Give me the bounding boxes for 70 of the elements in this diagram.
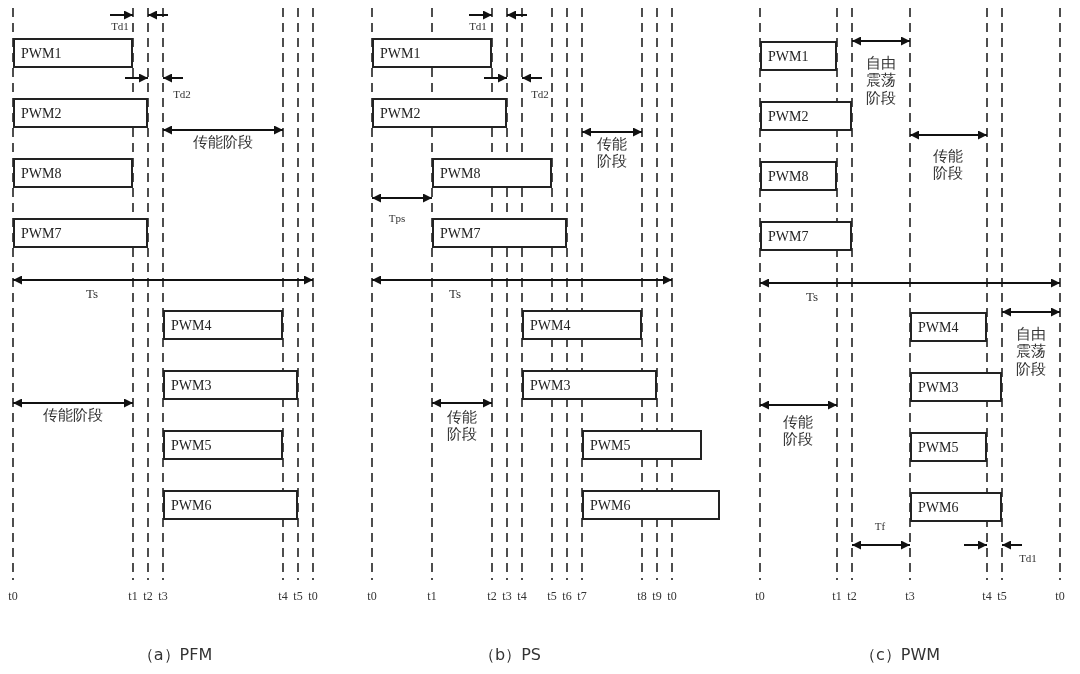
dimension-label: Ts <box>805 290 819 305</box>
time-label: t2 <box>487 590 497 604</box>
time-label: t0 <box>308 590 318 604</box>
time-label: t3 <box>502 590 512 604</box>
time-label: t0 <box>667 590 677 604</box>
phase-label: 传能阶段 <box>932 148 964 183</box>
dimension-label: Tf <box>874 520 886 533</box>
pwm-pulse-bar: PWM1 <box>760 41 837 71</box>
pwm-pulse-bar: PWM5 <box>163 430 283 460</box>
pwm-pulse-bar: PWM8 <box>432 158 552 188</box>
pwm-pulse-bar: PWM2 <box>372 98 507 128</box>
figure-caption: （b）PS <box>479 646 541 665</box>
pwm-pulse-bar: PWM4 <box>910 312 987 342</box>
pwm-pulse-bar: PWM7 <box>13 218 148 248</box>
time-label: t4 <box>517 590 527 604</box>
time-label: t7 <box>577 590 587 604</box>
time-label: t9 <box>652 590 662 604</box>
pwm-pulse-bar: PWM4 <box>522 310 642 340</box>
phase-label: 自由震荡阶段 <box>1015 326 1047 378</box>
time-label: t5 <box>547 590 557 604</box>
pwm-pulse-bar: PWM6 <box>910 492 1002 522</box>
pwm-pulse-bar: PWM5 <box>582 430 702 460</box>
phase-label: 传能阶段 <box>446 409 478 444</box>
time-label: t2 <box>143 590 153 604</box>
pwm-pulse-bar: PWM3 <box>910 372 1002 402</box>
pwm-pulse-bar: PWM5 <box>910 432 987 462</box>
pwm-pulse-bar: PWM4 <box>163 310 283 340</box>
phase-label: 传能阶段 <box>43 407 103 425</box>
dimension-label: Ts <box>85 287 99 302</box>
pwm-pulse-bar: PWM6 <box>582 490 720 520</box>
dimension-label: Td1 <box>1019 552 1037 565</box>
time-label: t2 <box>847 590 857 604</box>
time-label: t4 <box>278 590 288 604</box>
figure-caption: （c）PWM <box>859 646 941 665</box>
phase-label: 传能阶段 <box>193 134 253 152</box>
pwm-pulse-bar: PWM7 <box>432 218 567 248</box>
time-label: t5 <box>997 590 1007 604</box>
pwm-pulse-bar: PWM1 <box>372 38 492 68</box>
time-label: t3 <box>158 590 168 604</box>
dimension-label: Td2 <box>173 88 191 101</box>
time-label: t1 <box>128 590 138 604</box>
time-label: t3 <box>905 590 915 604</box>
pwm-pulse-bar: PWM1 <box>13 38 133 68</box>
phase-label: 传能阶段 <box>782 414 814 449</box>
pwm-pulse-bar: PWM2 <box>13 98 148 128</box>
time-label: t8 <box>637 590 647 604</box>
pwm-pulse-bar: PWM7 <box>760 221 852 251</box>
dimension-label: Td1 <box>469 20 487 33</box>
pwm-pulse-bar: PWM6 <box>163 490 298 520</box>
time-label: t0 <box>367 590 377 604</box>
phase-label: 传能阶段 <box>596 136 628 171</box>
time-label: t1 <box>832 590 842 604</box>
dimension-label: Ts <box>448 287 462 302</box>
pwm-pulse-bar: PWM3 <box>522 370 657 400</box>
dimension-label: Td2 <box>531 88 549 101</box>
time-label: t0 <box>1055 590 1065 604</box>
time-label: t6 <box>562 590 572 604</box>
pwm-pulse-bar: PWM8 <box>760 161 837 191</box>
time-label: t5 <box>293 590 303 604</box>
pwm-pulse-bar: PWM2 <box>760 101 852 131</box>
pwm-pulse-bar: PWM3 <box>163 370 298 400</box>
time-label: t0 <box>8 590 18 604</box>
phase-label: 自由震荡阶段 <box>865 55 897 107</box>
figure-caption: （a）PFM <box>137 646 213 665</box>
dimension-label: Tps <box>388 212 406 225</box>
pwm-pulse-bar: PWM8 <box>13 158 133 188</box>
time-label: t1 <box>427 590 437 604</box>
time-label: t0 <box>755 590 765 604</box>
dimension-label: Td1 <box>111 20 129 33</box>
time-label: t4 <box>982 590 992 604</box>
